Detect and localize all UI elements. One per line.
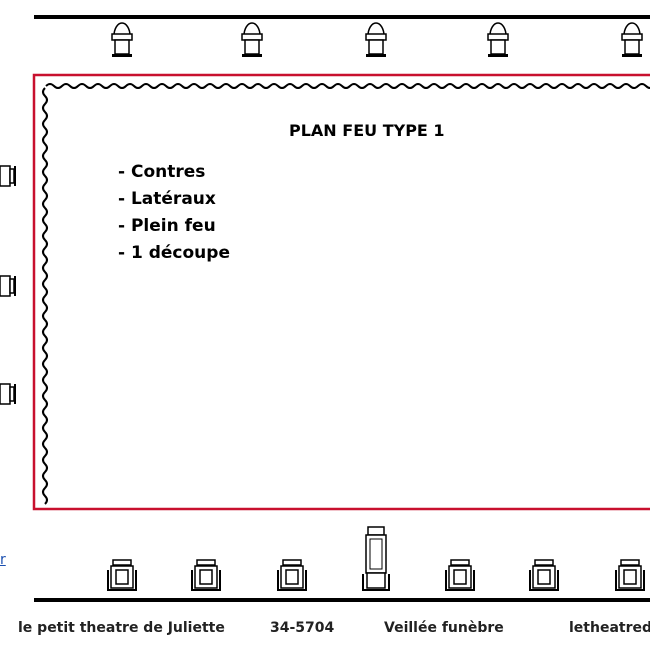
front-projector-icon xyxy=(107,559,137,591)
stage-border xyxy=(32,73,650,511)
plan-items-list: - Contres - Latéraux - Plein feu - 1 déc… xyxy=(118,159,230,267)
side-projector-icon xyxy=(0,165,16,187)
footer-troupe: le petit theatre de Juliette xyxy=(18,620,225,636)
par-projector-icon xyxy=(365,22,387,57)
front-projector-icon xyxy=(191,559,221,591)
side-projector-icon xyxy=(0,275,16,297)
par-projector-icon xyxy=(111,22,133,57)
footer-code: 34-5704 xyxy=(270,620,335,636)
plan-title: PLAN FEU TYPE 1 xyxy=(289,121,445,140)
par-projector-icon xyxy=(621,22,643,57)
footer-site: letheatrede xyxy=(569,620,650,636)
front-projector-icon xyxy=(277,559,307,591)
curtain-top xyxy=(45,83,650,89)
plan-item-contres: - Contres xyxy=(118,162,206,182)
plan-item-lateraux: - Latéraux xyxy=(118,189,216,209)
side-projector-icon xyxy=(0,383,16,405)
plan-item-plein-feu: - Plein feu xyxy=(118,216,216,236)
profile-spot-icon xyxy=(362,526,390,591)
plan-item-decoupe: - 1 découpe xyxy=(118,243,230,263)
par-projector-icon xyxy=(241,22,263,57)
front-projector-icon xyxy=(445,559,475,591)
front-projector-icon xyxy=(529,559,559,591)
par-projector-icon xyxy=(487,22,509,57)
side-link[interactable]: r xyxy=(0,552,6,568)
footer-piece: Veillée funèbre xyxy=(384,620,504,636)
front-projector-icon xyxy=(615,559,645,591)
curtain-left xyxy=(42,87,48,505)
